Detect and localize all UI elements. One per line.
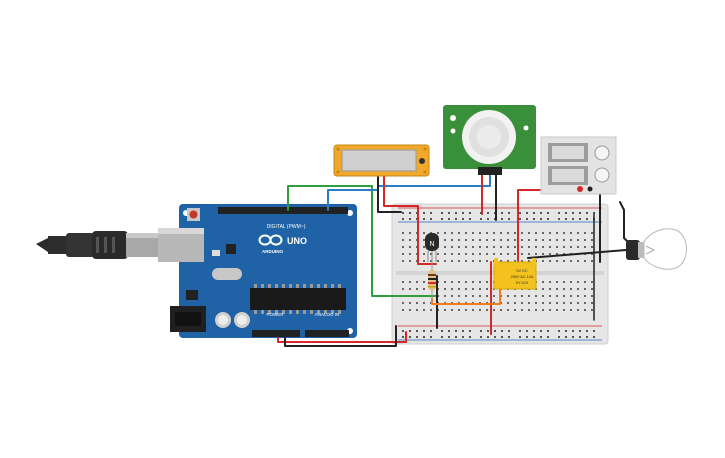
relay-body <box>493 261 537 290</box>
digital-header <box>218 207 348 214</box>
relay-text-3: KY-019 <box>516 281 528 285</box>
transistor-label: N <box>429 241 434 248</box>
relay-text-2: 250V AC 10A <box>511 275 534 279</box>
relay-text-1: 5V DC <box>516 269 527 273</box>
switch-module[interactable] <box>540 136 617 195</box>
mount-hole <box>347 210 353 216</box>
lcd-display[interactable] <box>333 144 430 177</box>
analog-header <box>305 330 349 337</box>
wire-green[interactable] <box>287 185 437 297</box>
power-header <box>252 330 300 337</box>
atmega-chip <box>250 288 346 310</box>
light-bulb-icon[interactable] <box>626 228 687 270</box>
pir-pin-header <box>478 167 502 175</box>
voltage-regulator <box>186 290 198 300</box>
arduino-brand: ARDUINO <box>262 249 283 254</box>
resistor-icon[interactable] <box>428 262 436 300</box>
pir-sensor-icon[interactable] <box>443 105 536 175</box>
arduino-model: UNO <box>287 236 307 246</box>
power-header-label: POWER <box>266 312 284 317</box>
bulb-base <box>638 242 644 258</box>
bulb-socket <box>626 240 640 260</box>
wire-red-5v[interactable] <box>277 331 407 343</box>
terminal-screw[interactable] <box>594 145 610 161</box>
wire-black-bulb[interactable] <box>527 249 627 259</box>
arduino-uno-board[interactable]: DIGITAL (PWM~) UNO ARDUINO POWER ANALOG … <box>158 204 357 338</box>
relay-module[interactable]: 5V DC 250V AC 10A KY-019 <box>493 258 537 290</box>
terminal-screw[interactable] <box>594 167 610 183</box>
arduino-logo <box>258 234 283 246</box>
wire-bulb-power[interactable] <box>619 201 633 247</box>
bulb-glass <box>643 228 687 270</box>
small-chip <box>226 244 236 254</box>
wire-red-lcd[interactable] <box>383 174 437 265</box>
wire-black-gnd[interactable] <box>284 325 397 347</box>
wire-orange[interactable] <box>431 275 501 305</box>
transistor-icon[interactable]: N <box>425 233 439 262</box>
crystal <box>212 268 242 280</box>
analog-header-label: ANALOG IN <box>315 312 340 317</box>
lcd-screen <box>341 149 417 172</box>
wire-black-lcd[interactable] <box>377 174 402 213</box>
usb-cable-icon[interactable] <box>36 231 166 259</box>
lcd-contrast-pot <box>419 158 425 164</box>
digital-header-label: DIGITAL (PWM~) <box>267 224 306 230</box>
